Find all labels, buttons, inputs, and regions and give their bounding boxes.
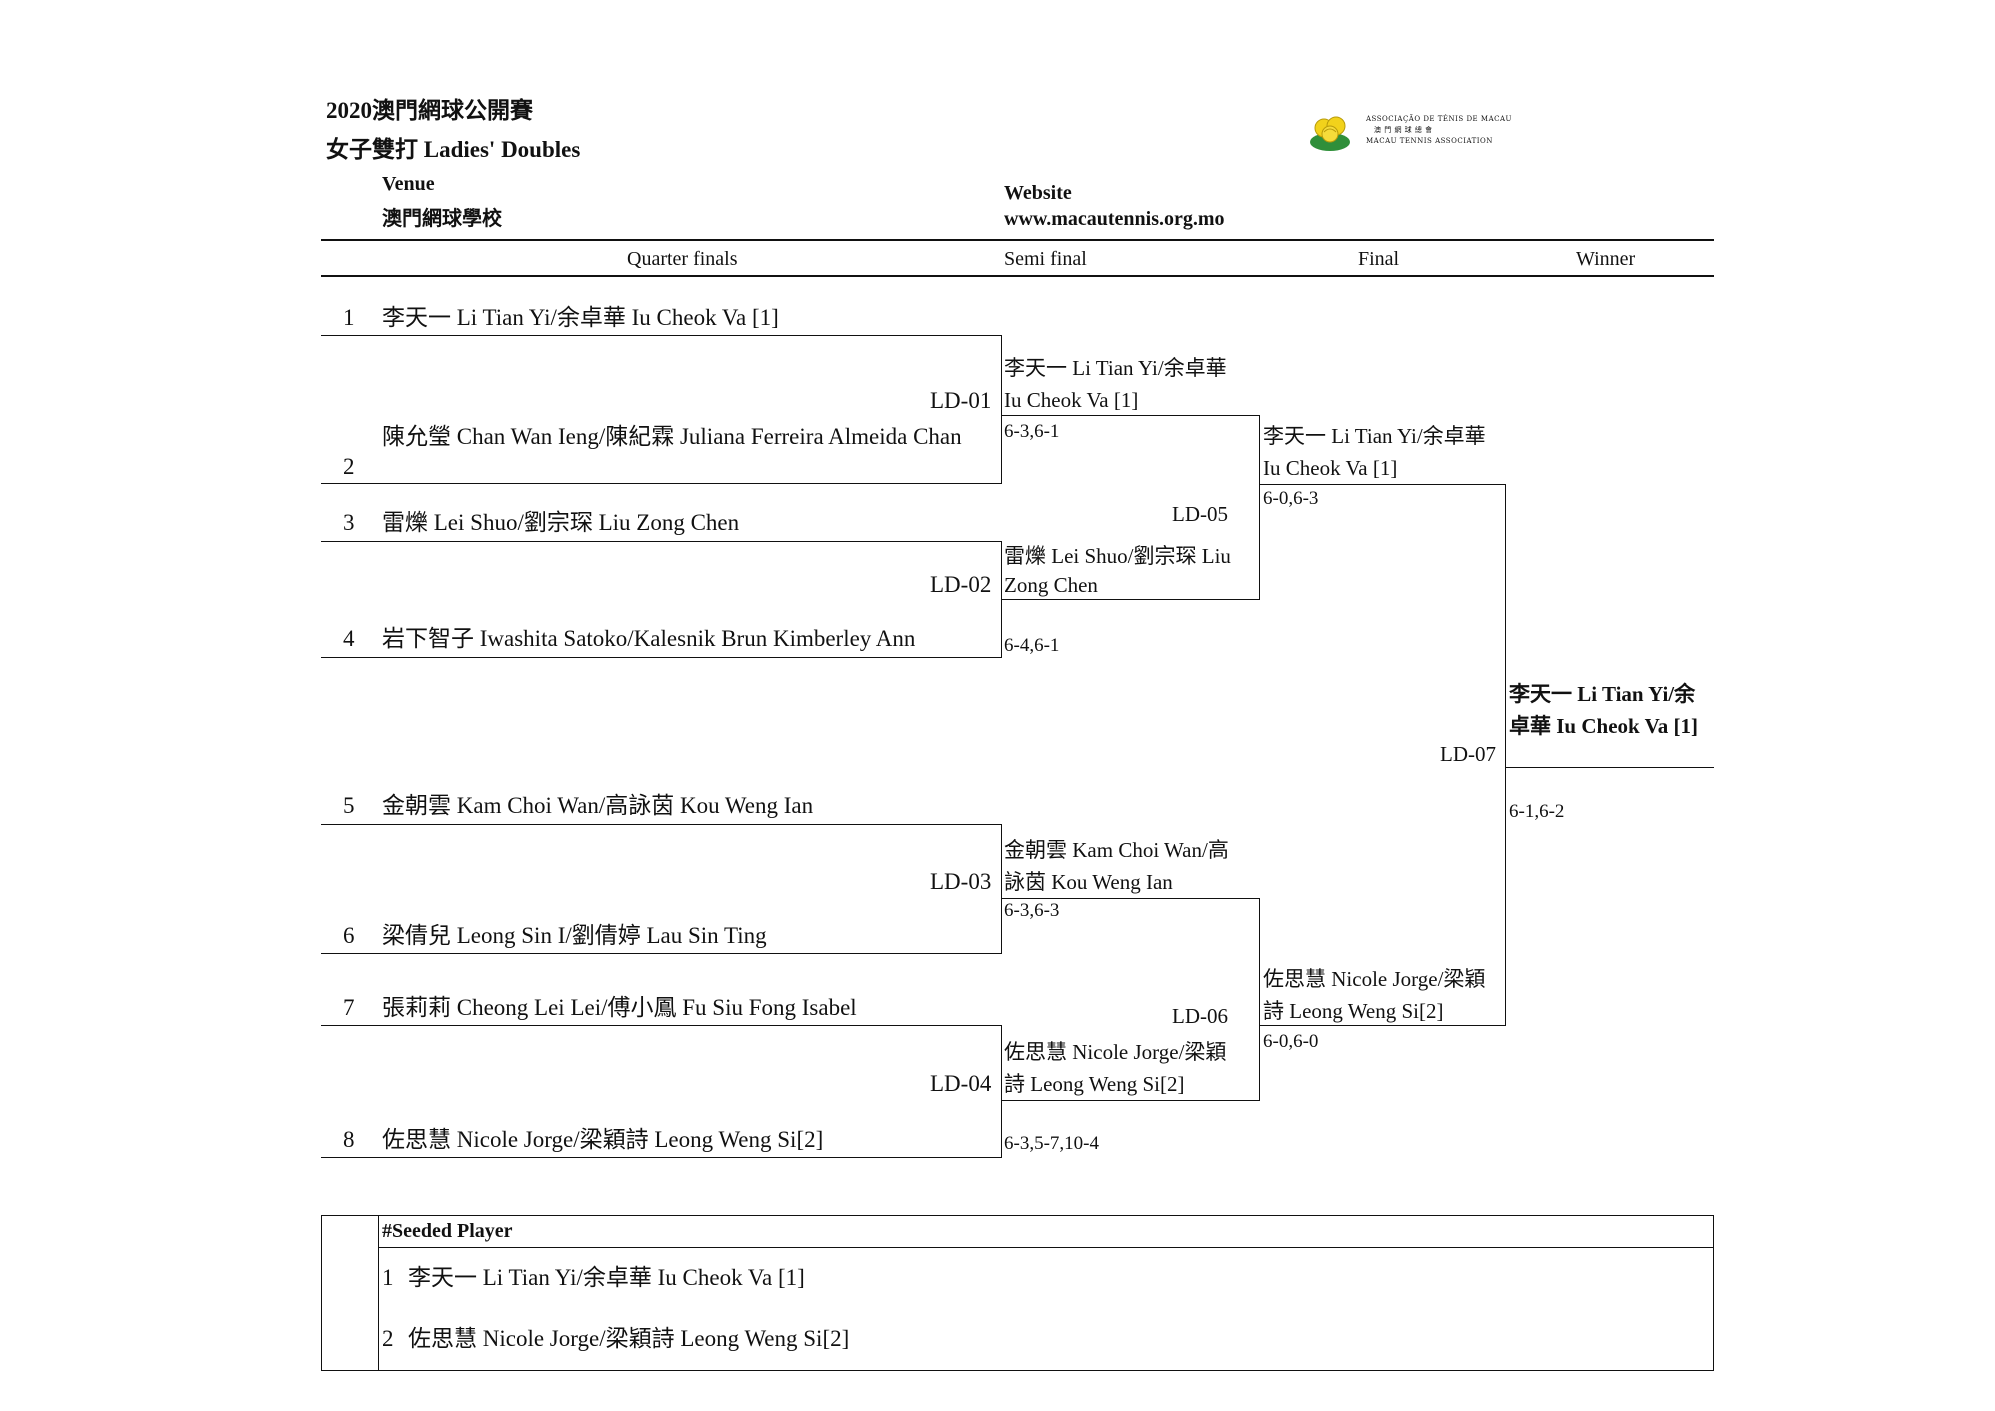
draw-seed-number: 1 [343,305,355,330]
draw-player: 梁倩兒 Leong Sin I/劉倩婷 Lau Sin Ting [382,923,767,948]
match-code: LD-03 [930,869,992,894]
draw-seed-number: 3 [343,510,355,535]
semi-line [1002,1100,1260,1101]
event-title: 女子雙打 Ladies' Doubles [326,137,581,162]
match-code: LD-05 [1172,502,1228,526]
logo-line-pt: ASSOCIAÇÃO DE TÉNIS DE MACAU [1366,115,1512,123]
draw-player: 金朝雲 Kam Choi Wan/高詠茵 Kou Weng Ian [382,793,814,818]
bracket-connector [1505,484,1506,1025]
logo-line-zh: 澳 門 網 球 總 會 [1374,126,1433,134]
tournament-title: 2020澳門網球公開賽 [326,98,533,123]
seeded-row-number: 2 [382,1326,394,1351]
draw-seed-number: 8 [343,1127,355,1152]
draw-seed-number: 4 [343,626,355,651]
bracket-connector [1259,898,1260,1100]
bracket-connector [1001,824,1002,953]
tennis-flower-icon [1310,116,1350,151]
champion-name: 李天一 Li Tian Yi/余卓華 Iu Cheok Va [1] [1509,682,1699,738]
seeded-table [321,1215,1714,1371]
match-code: LD-01 [930,388,992,413]
semi-entrant: 李天一 Li Tian Yi/余卓華 Iu Cheok Va [1] [1004,356,1227,412]
match-code: LD-07 [1440,742,1496,766]
website-link[interactable]: www.macautennis.org.mo [1004,208,1225,230]
col-semi-final: Semi final [1004,248,1087,270]
match-score: 6-0,6-3 [1263,488,1319,509]
seeded-table-divider [378,1215,379,1371]
bracket-connector [1001,335,1002,483]
match-score: 6-0,6-0 [1263,1031,1319,1052]
seeded-row-name: 李天一 Li Tian Yi/余卓華 Iu Cheok Va [1] [408,1265,805,1290]
draw-player: 佐思慧 Nicole Jorge/梁穎詩 Leong Weng Si[2] [382,1127,824,1152]
draw-line [321,953,1002,954]
match-score: 6-3,6-1 [1004,421,1060,442]
header-rule-top [321,239,1714,241]
seeded-row-name: 佐思慧 Nicole Jorge/梁穎詩 Leong Weng Si[2] [408,1326,850,1351]
match-code: LD-04 [930,1071,992,1096]
association-logo: ASSOCIAÇÃO DE TÉNIS DE MACAU 澳 門 網 球 總 會… [1308,108,1511,158]
website-label: Website [1004,182,1072,204]
bracket-connector [1001,1025,1002,1157]
venue-label: Venue [382,173,435,195]
draw-line [321,824,1002,825]
logo-line-en: MACAU TENNIS ASSOCIATION [1366,137,1493,145]
match-score: 6-3,6-3 [1004,900,1060,921]
semi-entrant: 佐思慧 Nicole Jorge/梁穎詩 Leong Weng Si[2] [1004,1040,1227,1096]
match-code: LD-06 [1172,1004,1228,1028]
semi-line [1002,415,1260,416]
draw-player: 陳允瑩 Chan Wan Ieng/陳紀霖 Juliana Ferreira A… [382,424,962,449]
seeded-row-number: 1 [382,1265,394,1290]
semi-line [1002,599,1260,600]
draw-line [321,483,1002,484]
venue-value: 澳門網球學校 [382,208,502,230]
draw-player: 李天一 Li Tian Yi/余卓華 Iu Cheok Va [1] [382,305,779,330]
seeded-table-rule [378,1247,1714,1248]
draw-line [321,1025,1002,1026]
draw-seed-number: 6 [343,923,355,948]
bracket-connector [1259,415,1260,599]
draw-seed-number: 5 [343,793,355,818]
final-line [1260,1025,1506,1026]
final-entrant: 李天一 Li Tian Yi/余卓華 Iu Cheok Va [1] [1263,424,1486,480]
col-winner: Winner [1576,248,1636,270]
col-quarter-finals: Quarter finals [627,248,738,270]
draw-line [321,335,1002,336]
draw-line [321,1157,1002,1158]
match-code: LD-02 [930,572,992,597]
draw-line [321,541,1002,542]
match-score: 6-3,5-7,10-4 [1004,1133,1099,1154]
winner-line [1506,767,1714,768]
final-line [1260,484,1506,485]
draw-player: 雷爍 Lei Shuo/劉宗琛 Liu Zong Chen [382,510,740,535]
draw-line [321,657,1002,658]
draw-seed-number: 2 [343,454,355,479]
match-score: 6-1,6-2 [1509,801,1565,822]
seeded-table-title: #Seeded Player [382,1220,513,1242]
draw-player: 岩下智子 Iwashita Satoko/Kalesnik Brun Kimbe… [382,626,916,651]
semi-line [1002,898,1260,899]
bracket-connector [1001,541,1002,657]
match-score: 6-4,6-1 [1004,635,1060,656]
draw-player: 張莉莉 Cheong Lei Lei/傅小鳳 Fu Siu Fong Isabe… [382,995,857,1020]
col-final: Final [1358,248,1400,270]
header-rule-bottom [321,275,1714,277]
final-entrant: 佐思慧 Nicole Jorge/梁穎詩 Leong Weng Si[2] [1263,967,1486,1023]
semi-entrant: 雷爍 Lei Shuo/劉宗琛 Liu Zong Chen [1004,544,1231,597]
draw-seed-number: 7 [343,995,355,1020]
semi-entrant: 金朝雲 Kam Choi Wan/高詠茵 Kou Weng Ian [1004,838,1229,894]
